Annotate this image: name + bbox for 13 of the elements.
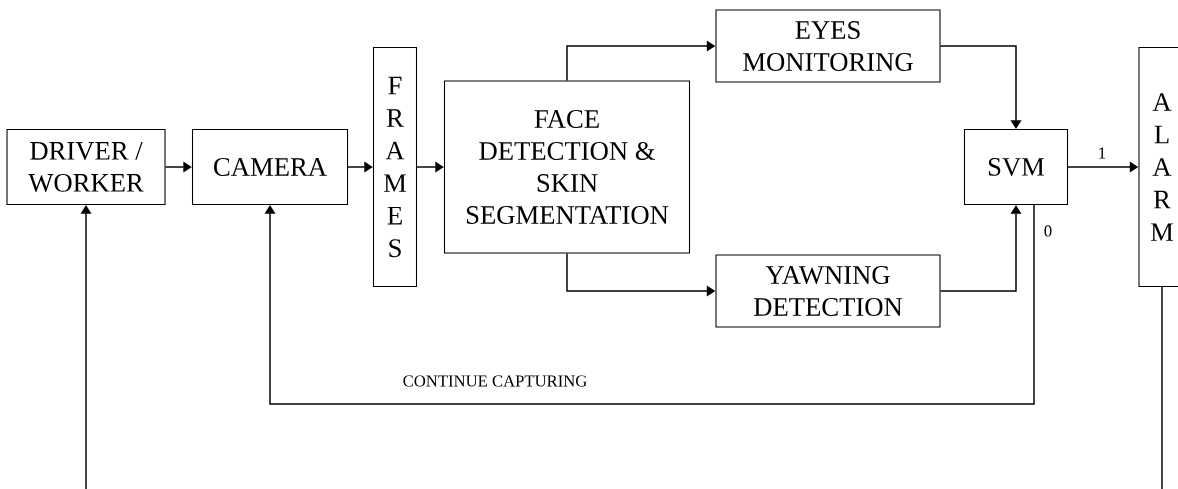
annotation-text: CONTINUE CAPTURING bbox=[403, 375, 587, 387]
process-box: DRIVER / WORKER bbox=[6, 128, 166, 206]
process-box: SVM bbox=[963, 128, 1069, 206]
edge-label: 1 bbox=[1096, 146, 1108, 160]
process-box: CAMERA bbox=[191, 128, 349, 206]
process-box: FACE DETECTION & SKIN SEGMENTATION bbox=[443, 80, 691, 254]
vertical-text-box: FRAMES bbox=[372, 46, 418, 288]
process-box: EYES MONITORING bbox=[715, 9, 941, 83]
arrow bbox=[264, 204, 1035, 405]
process-box: YAWNING DETECTION bbox=[715, 254, 941, 328]
edge-label: 0 bbox=[1042, 224, 1054, 238]
arrow bbox=[939, 45, 1022, 129]
vertical-text-box: ALARM bbox=[1138, 46, 1178, 288]
